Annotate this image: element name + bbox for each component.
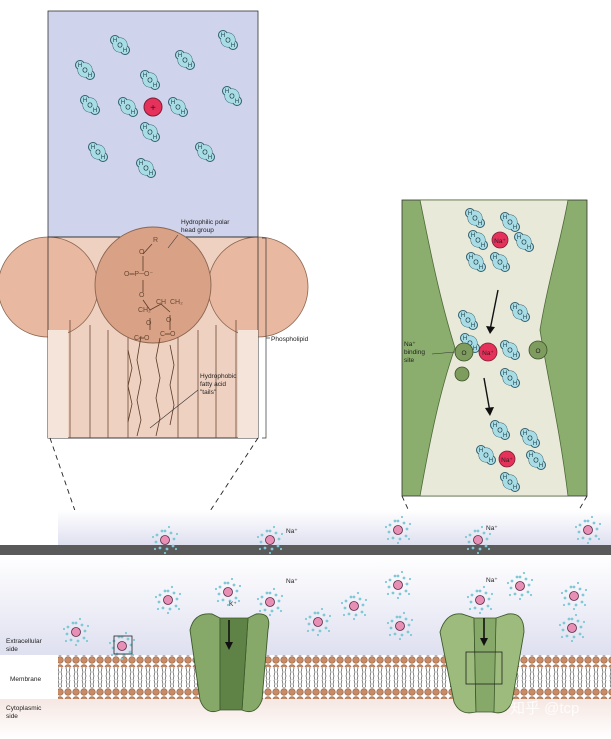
binding-site-label: Na⁺ binding site [404,341,427,364]
binding-line-1: Na⁺ [404,341,416,348]
na-ion-top: Na⁺ [494,238,506,245]
tails-line-3: "tails" [200,389,217,396]
na-label-1: Na⁺ [286,578,298,585]
na-label-2: Na⁺ [486,577,498,584]
tails-line-1: Hydrophobic [200,373,237,380]
phospholipid-head [94,226,212,344]
k-channel [189,613,270,713]
chem-o3: O [146,320,152,327]
phospholipid-inset: R O O═P─O⁻ O CH₂ CH CH₂ O O C═O C═O Hydr… [0,10,309,439]
membrane-tails [58,667,611,687]
extracellular-label: Extracellular side [6,638,44,653]
cytoplasmic-label: Cytoplasmic side [6,705,43,720]
chem-c2: C═O [160,331,176,338]
binding-oxygen-left: O [461,350,466,357]
cytoplasmic-line-1: Cytoplasmic [6,705,42,712]
chem-o1: O [139,249,145,256]
chem-ch2-right: CH₂ [170,299,183,306]
head-group-label: Hydrophilic polar head group [181,219,231,234]
chem-labels: R O O═P─O⁻ O CH₂ CH CH₂ O O C═O C═O [124,237,183,342]
tails-label: Hydrophobic fatty acid "tails" [200,373,238,396]
chem-ch2-left: CH₂ [138,307,151,314]
head-group-line-2: head group [181,227,214,234]
cation-charge: + [150,103,156,114]
extracellular-line-1: Extracellular [6,638,43,645]
watermark: 知乎 @tcp [510,700,579,717]
na-ion-bottom: Na⁺ [501,457,513,464]
chem-r: R [153,237,158,244]
channel-inset: Na⁺ Na⁺ Na⁺ O O Na⁺ binding site [401,199,588,497]
chem-c1: C═O [134,335,150,342]
phospholipid-label: Phospholipid [271,336,309,343]
membrane-panel: Na⁺ Na⁺ Na⁺ Na⁺ K⁺ Extracellular side Me… [0,510,611,739]
cytoplasmic-line-2: side [6,713,18,720]
cation [143,97,163,117]
binding-line-2: binding [404,349,425,356]
na-channel [439,613,525,714]
tails-line-2: fatty acid [200,381,226,388]
binding-line-3: site [404,357,415,364]
k-label: K⁺ [229,601,237,608]
membrane-label: Membrane [10,676,41,683]
chem-ch: CH [156,299,166,306]
membrane-bottom-heads [58,687,611,699]
head-group-line-1: Hydrophilic polar [181,219,230,226]
na-label-top-2: Na⁺ [486,525,498,532]
chem-o4: O [166,317,172,324]
chem-phosphate: O═P─O⁻ [124,271,153,278]
na-ion-middle: Na⁺ [482,350,494,357]
binding-oxygen-right: O [535,348,540,355]
panel-divider [0,545,611,555]
extracellular-line-2: side [6,646,18,653]
membrane-top-heads [58,655,611,667]
na-label-top-1: Na⁺ [286,528,298,535]
chem-o2: O [139,292,145,299]
